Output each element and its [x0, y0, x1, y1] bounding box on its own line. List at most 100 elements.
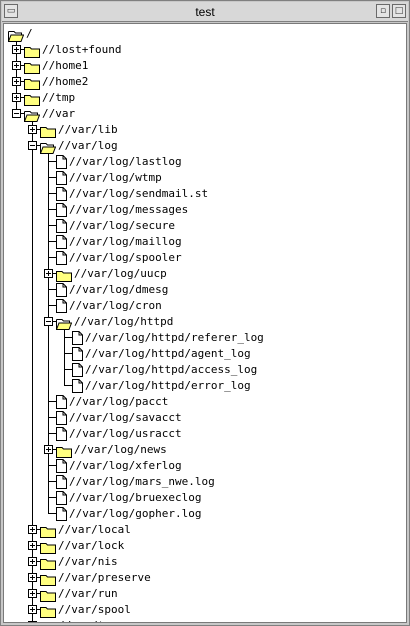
folder-icon — [40, 523, 56, 542]
tree-folder-node[interactable]: //var/lib — [4, 121, 404, 138]
plus-box-icon[interactable] — [28, 589, 37, 598]
folder-icon — [56, 443, 72, 462]
minus-box-icon[interactable] — [28, 141, 37, 150]
tree-node-label: //var/log/wtmp — [69, 171, 162, 184]
tree-node-label: //var/log/secure — [69, 219, 175, 232]
tree-folder-node[interactable]: //home1 — [4, 57, 404, 74]
plus-box-icon[interactable] — [12, 61, 21, 70]
plus-box-icon[interactable] — [44, 269, 53, 278]
tree-file-node[interactable]: //var/log/spooler — [4, 249, 404, 265]
folder-icon — [40, 571, 56, 590]
tree-node-label: //var/log/uucp — [74, 267, 167, 280]
tree-file-node[interactable]: //var/log/secure — [4, 217, 404, 233]
tree-branch-line — [48, 177, 56, 178]
tree-file-node[interactable]: //var/log/wtmp — [4, 169, 404, 185]
tree-file-node[interactable]: //var/log/httpd/agent_log — [4, 345, 404, 361]
tree-file-node[interactable]: //var/log/usracct — [4, 425, 404, 441]
plus-box-icon[interactable] — [28, 573, 37, 582]
tree-file-node[interactable]: //var/log/messages — [4, 201, 404, 217]
plus-box-icon[interactable] — [28, 541, 37, 550]
tree-file-node[interactable]: //var/log/httpd/error_log — [4, 377, 404, 393]
maximize-button[interactable]: □ — [392, 4, 406, 18]
file-icon — [56, 170, 67, 189]
tree-branch-line — [48, 497, 56, 498]
tree-file-node[interactable]: //var/log/maillog — [4, 233, 404, 249]
tree-branch-line — [48, 513, 56, 514]
tree-folder-node[interactable]: //var/tmp — [4, 617, 404, 622]
tree-file-node[interactable]: //var/log/lastlog — [4, 153, 404, 169]
tree-folder-node[interactable]: //var/spool — [4, 601, 404, 618]
folder-icon — [24, 75, 40, 94]
tree-folder-node[interactable]: //var/log/news — [4, 441, 404, 458]
tree-folder-node[interactable]: //var — [4, 105, 404, 122]
file-icon — [72, 362, 83, 381]
tree-file-node[interactable]: //var/log/mars_nwe.log — [4, 473, 404, 489]
tree-folder-node[interactable]: //var/lock — [4, 537, 404, 554]
tree-node-label: //var/log/maillog — [69, 235, 182, 248]
tree-folder-node[interactable]: //lost+found — [4, 41, 404, 58]
minus-box-icon[interactable] — [12, 109, 21, 118]
tree-folder-node[interactable]: //var/nis — [4, 553, 404, 570]
plus-box-icon[interactable] — [28, 125, 37, 134]
tree-file-node[interactable]: //var/log/gopher.log — [4, 505, 404, 521]
file-icon — [56, 298, 67, 317]
tree-folder-node[interactable]: //var/run — [4, 585, 404, 602]
file-icon — [72, 330, 83, 349]
tree-branch-line — [48, 209, 56, 210]
folder-open-icon — [56, 315, 73, 334]
tree-node-label: //var/log/dmesg — [69, 283, 169, 296]
tree-folder-node[interactable]: / — [4, 25, 404, 42]
tree-node-label: //var/log/spooler — [69, 251, 182, 264]
tree-node-label: //var/tmp — [58, 619, 118, 622]
plus-box-icon[interactable] — [12, 45, 21, 54]
tree-folder-node[interactable]: //home2 — [4, 73, 404, 90]
tree-file-node[interactable]: //var/log/httpd/referer_log — [4, 329, 404, 345]
tree-node-label: //var/log/httpd/error_log — [85, 379, 251, 392]
minus-box-icon[interactable] — [44, 317, 53, 326]
tree-node-label: //var/log/xferlog — [69, 459, 182, 472]
file-icon — [56, 410, 67, 429]
tree-node-label: //var/run — [58, 587, 118, 600]
tree-file-node[interactable]: //var/log/bruexeclog — [4, 489, 404, 505]
plus-box-icon[interactable] — [12, 77, 21, 86]
plus-box-icon[interactable] — [28, 525, 37, 534]
tree-folder-node[interactable]: //var/log — [4, 137, 404, 154]
tree-node-label: //var/local — [58, 523, 131, 536]
file-icon — [56, 218, 67, 237]
plus-box-icon[interactable] — [28, 557, 37, 566]
tree-node-label: //var/nis — [58, 555, 118, 568]
file-icon — [56, 282, 67, 301]
window-title: test — [195, 5, 215, 19]
tree-file-node[interactable]: //var/log/pacct — [4, 393, 404, 409]
tree-file-node[interactable]: //var/log/sendmail.st — [4, 185, 404, 201]
tree-node-label: //lost+found — [42, 43, 122, 56]
tree-folder-node[interactable]: //var/log/httpd — [4, 313, 404, 330]
tree-folder-node[interactable]: //var/preserve — [4, 569, 404, 586]
tree-branch-line — [64, 385, 72, 386]
tree-folder-node[interactable]: //var/log/uucp — [4, 265, 404, 282]
tree-file-node[interactable]: //var/log/dmesg — [4, 281, 404, 297]
plus-box-icon[interactable] — [28, 605, 37, 614]
tree-file-node[interactable]: //var/log/cron — [4, 297, 404, 313]
tree-folder-node[interactable]: //var/local — [4, 521, 404, 538]
tree-node-label: //var/log/messages — [69, 203, 189, 216]
tree-node-label: //var/log/cron — [69, 299, 162, 312]
folder-icon — [40, 619, 56, 622]
tree-file-node[interactable]: //var/log/savacct — [4, 409, 404, 425]
tree-file-node[interactable]: //var/log/xferlog — [4, 457, 404, 473]
tree-view[interactable]: ///lost+found//home1//home2//tmp//var//v… — [3, 23, 407, 623]
tree-node-label: //var/log/httpd/access_log — [85, 363, 258, 376]
tree-folder-node[interactable]: //tmp — [4, 89, 404, 106]
minimize-button[interactable]: ▫ — [376, 4, 390, 18]
window-menu-button[interactable]: ▭ — [4, 4, 18, 18]
title-bar[interactable]: ▭ test ▫ □ — [2, 2, 408, 22]
tree-branch-line — [48, 257, 56, 258]
tree-node-label: //tmp — [42, 91, 76, 104]
tree-file-node[interactable]: //var/log/httpd/access_log — [4, 361, 404, 377]
plus-box-icon[interactable] — [44, 445, 53, 454]
tree-node-label: //home2 — [42, 75, 89, 88]
tree-branch-line — [48, 225, 56, 226]
plus-box-icon[interactable] — [28, 621, 37, 622]
plus-box-icon[interactable] — [12, 93, 21, 102]
